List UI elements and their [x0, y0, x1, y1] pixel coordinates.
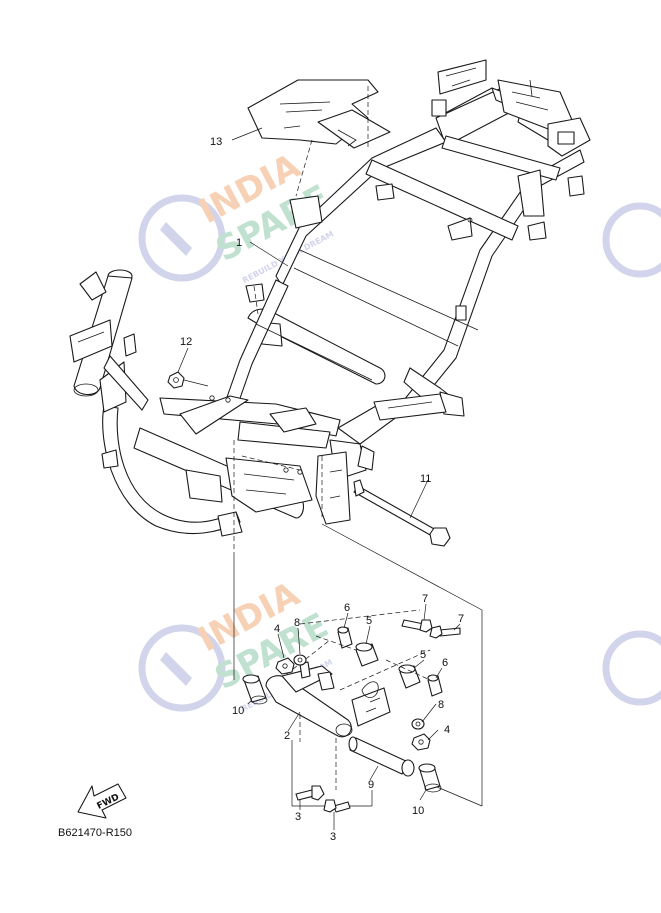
- watermark-wrench-logo-left-2: [138, 624, 226, 712]
- callout-5-lower: 5: [420, 649, 426, 661]
- fwd-arrow-icon: FWD: [77, 783, 127, 819]
- watermark-lower: INDIA SPARE REBUILD YOUR DREAM: [138, 574, 661, 713]
- part-10-bushing-right: [418, 763, 442, 793]
- callout-4-left: 4: [274, 623, 280, 635]
- callout-10-right: 10: [412, 805, 424, 817]
- callout-9: 9: [368, 779, 374, 791]
- callout-8-right: 8: [438, 699, 444, 711]
- part-6-spacer-upper: [337, 626, 353, 649]
- part-6-spacer-lower: [427, 674, 443, 697]
- part-3-bolt-upper: [295, 785, 325, 801]
- part-3-bolt-lower: [323, 799, 351, 813]
- callout-8-left: 8: [294, 617, 300, 629]
- watermark-wrench-logo-right-2: [602, 630, 661, 706]
- callout-6-upper: 6: [344, 602, 350, 614]
- part-4-nut-left: [275, 657, 295, 675]
- leader-lines: [231, 127, 461, 830]
- frame-head-pipe: [69, 269, 149, 413]
- watermark-wrench-logo-right: [602, 202, 661, 278]
- part-1-main-frame: [101, 59, 591, 556]
- part-8-washer-right: [411, 718, 425, 730]
- watermark-wrench-logo-left: [138, 194, 226, 282]
- callout-labels: 13 1 12 11 6 7 5 7 4 8 5 6 10 8 4 2 9 10…: [180, 136, 464, 843]
- callout-5-upper: 5: [366, 615, 372, 627]
- callout-3-upper: 3: [295, 811, 301, 823]
- part-12-nut: [167, 347, 209, 389]
- callout-7-right: 7: [458, 613, 464, 625]
- callout-7-left: 7: [422, 593, 428, 605]
- part-10-bushing-left: [242, 674, 268, 705]
- part-11-long-bolt: [353, 479, 451, 547]
- callout-4-right: 4: [444, 724, 450, 736]
- diagram-code: B621470-R150: [58, 827, 132, 839]
- part-4-nut-right: [411, 733, 431, 751]
- callout-13: 13: [210, 136, 222, 148]
- part-13-cover-plate: [247, 79, 391, 197]
- callout-12: 12: [180, 336, 192, 348]
- callout-6-lower: 6: [442, 657, 448, 669]
- part-9-collar: [348, 736, 415, 781]
- part-5-damper-lower: [398, 664, 421, 689]
- callout-3-lower: 3: [330, 831, 336, 843]
- part-5-damper-upper: [355, 642, 379, 667]
- callout-11: 11: [420, 473, 431, 485]
- callout-10-left: 10: [232, 705, 244, 717]
- callout-1: 1: [236, 237, 242, 249]
- part-2-pivot-arm: [265, 661, 391, 790]
- part-7-bolt-left: [401, 619, 433, 633]
- watermark-upper: INDIA SPARE REBUILD YOUR DREAM: [138, 146, 661, 285]
- part-8-washer-left: [293, 654, 307, 666]
- part-7-bolt-right: [429, 625, 461, 639]
- callout-2: 2: [284, 730, 290, 742]
- pivot-assembly-box: [233, 523, 483, 807]
